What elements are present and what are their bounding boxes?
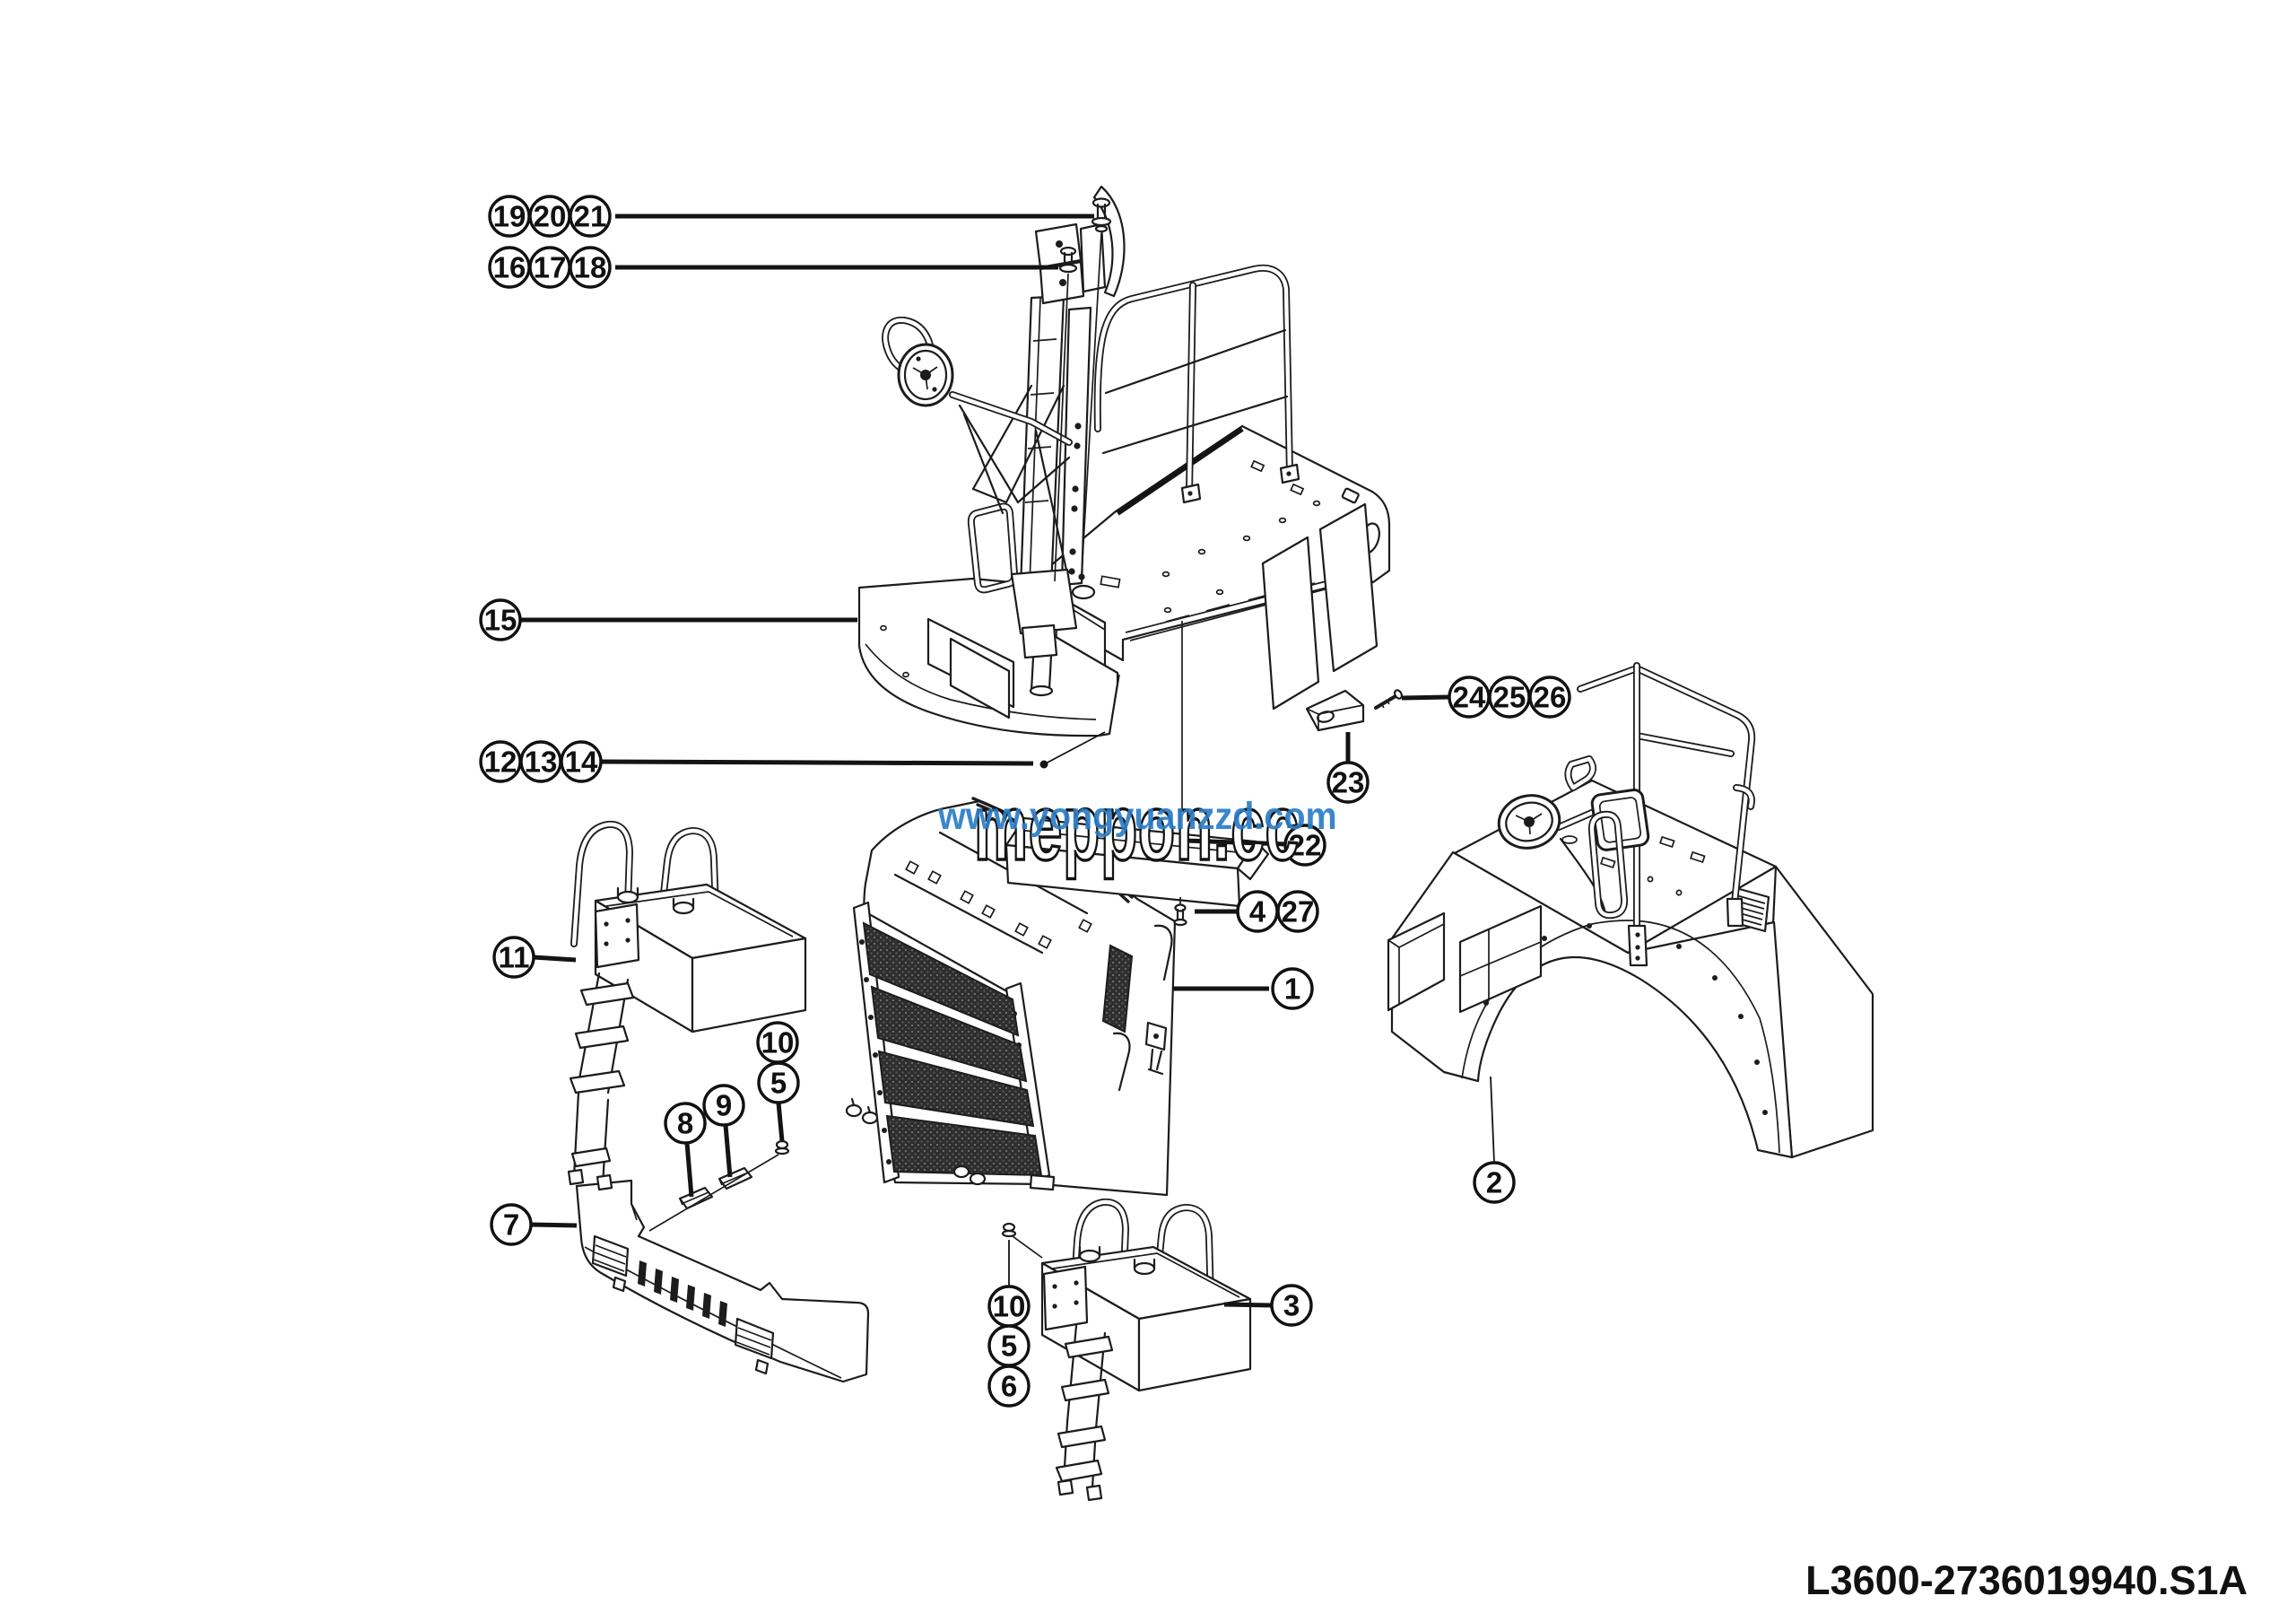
clip-8-icon (678, 1186, 714, 1210)
bolt-19-21-icon (1078, 197, 1112, 580)
svg-text:3: 3 (1283, 1289, 1300, 1322)
svg-text:24: 24 (1453, 681, 1486, 714)
bolt-4-27-icon (1173, 903, 1187, 927)
svg-text:5: 5 (1001, 1330, 1017, 1363)
bolt-5-10-left-icon (648, 1139, 790, 1232)
svg-text:12: 12 (484, 746, 517, 779)
svg-text:1: 1 (1284, 972, 1300, 1006)
drawing-number: L3600-2736019940.S1A (1805, 1557, 2248, 1603)
callout-balloon-15 (479, 598, 522, 641)
svg-text:17: 17 (534, 251, 567, 284)
svg-text:6: 6 (1001, 1370, 1017, 1403)
svg-text:9: 9 (716, 1089, 732, 1122)
svg-text:23: 23 (1332, 766, 1365, 799)
callout-balloon-26 (1528, 676, 1571, 719)
svg-text:4: 4 (1249, 895, 1266, 929)
watermark-brand-text: meppon.cc (973, 774, 1300, 882)
svg-text:10: 10 (993, 1290, 1026, 1323)
svg-text:27: 27 (1282, 895, 1315, 929)
callout-balloon-23 (1326, 761, 1370, 804)
callout-10: 10 (756, 1021, 799, 1064)
callout-1: 1 (1173, 967, 1314, 1010)
svg-text:7: 7 (503, 1208, 519, 1242)
callout-balloon-21 (569, 195, 612, 238)
bolt-16-18-icon (1054, 246, 1078, 582)
bolt-10-5-6-icon (1001, 1222, 1043, 1259)
callout-balloon-18 (569, 246, 612, 289)
platform-assembly (857, 185, 1391, 737)
callout-balloon-11 (492, 936, 535, 979)
callout-9: 9 (702, 1084, 745, 1178)
svg-text:22: 22 (1289, 829, 1322, 862)
svg-text:2: 2 (1486, 1166, 1502, 1199)
callout-balloon-2 (1473, 1161, 1516, 1204)
callout-8: 8 (664, 1102, 707, 1198)
screw-24-26-icon (1374, 689, 1404, 710)
callout-5: 5 (987, 1324, 1031, 1367)
fender-assembly (1387, 666, 1874, 1159)
callout-balloon-22 (1283, 824, 1326, 867)
callout-3: 3 (1223, 1284, 1313, 1327)
svg-text:13: 13 (525, 746, 558, 779)
callout-15: 15 (479, 598, 857, 641)
svg-text:16: 16 (493, 251, 526, 284)
svg-text:20: 20 (534, 200, 567, 233)
callout-balloon-1 (1271, 967, 1314, 1010)
svg-text:5: 5 (770, 1067, 787, 1100)
callout-balloon-14 (560, 740, 603, 783)
tray-assembly (1004, 621, 1270, 908)
callout-balloon-27 (1276, 890, 1319, 933)
svg-text:21: 21 (574, 200, 607, 233)
callout-5: 5 (757, 1061, 800, 1142)
callout-23: 23 (1326, 732, 1370, 804)
callout-balloon-3 (1270, 1284, 1313, 1327)
callout-balloon-7 (490, 1203, 533, 1246)
svg-text:14: 14 (565, 746, 598, 779)
svg-text:11: 11 (499, 941, 530, 974)
ladder-assembly-right (1040, 1202, 1252, 1502)
svg-text:8: 8 (677, 1107, 693, 1140)
svg-text:10: 10 (761, 1026, 795, 1060)
svg-text:26: 26 (1534, 681, 1567, 714)
callout-7: 7 (490, 1203, 578, 1246)
callout-balloon-5 (757, 1061, 800, 1104)
callout-10: 10 (987, 1240, 1031, 1328)
bumper-assembly (575, 1179, 870, 1383)
hood-assembly (845, 797, 1177, 1197)
callout-balloon-9 (702, 1084, 745, 1127)
svg-text:25: 25 (1493, 681, 1526, 714)
bracket-assembly (1305, 689, 1365, 732)
callout-6: 6 (987, 1365, 1031, 1408)
callout-balloon-6 (987, 1365, 1031, 1408)
clip-9-icon (718, 1166, 753, 1190)
callout-4-27: 4 27 (1195, 890, 1319, 933)
watermark-url-text: www.yongyuanzzd.com (938, 795, 1337, 838)
callout-balloon-8 (664, 1102, 707, 1145)
ladder-assembly-left (567, 824, 807, 1191)
callout-2: 2 (1473, 1076, 1516, 1204)
svg-text:15: 15 (484, 604, 517, 637)
svg-text:19: 19 (493, 200, 526, 233)
callout-11: 11 (492, 936, 577, 979)
callout-22: 22 (1185, 824, 1326, 867)
svg-text:18: 18 (574, 251, 607, 284)
